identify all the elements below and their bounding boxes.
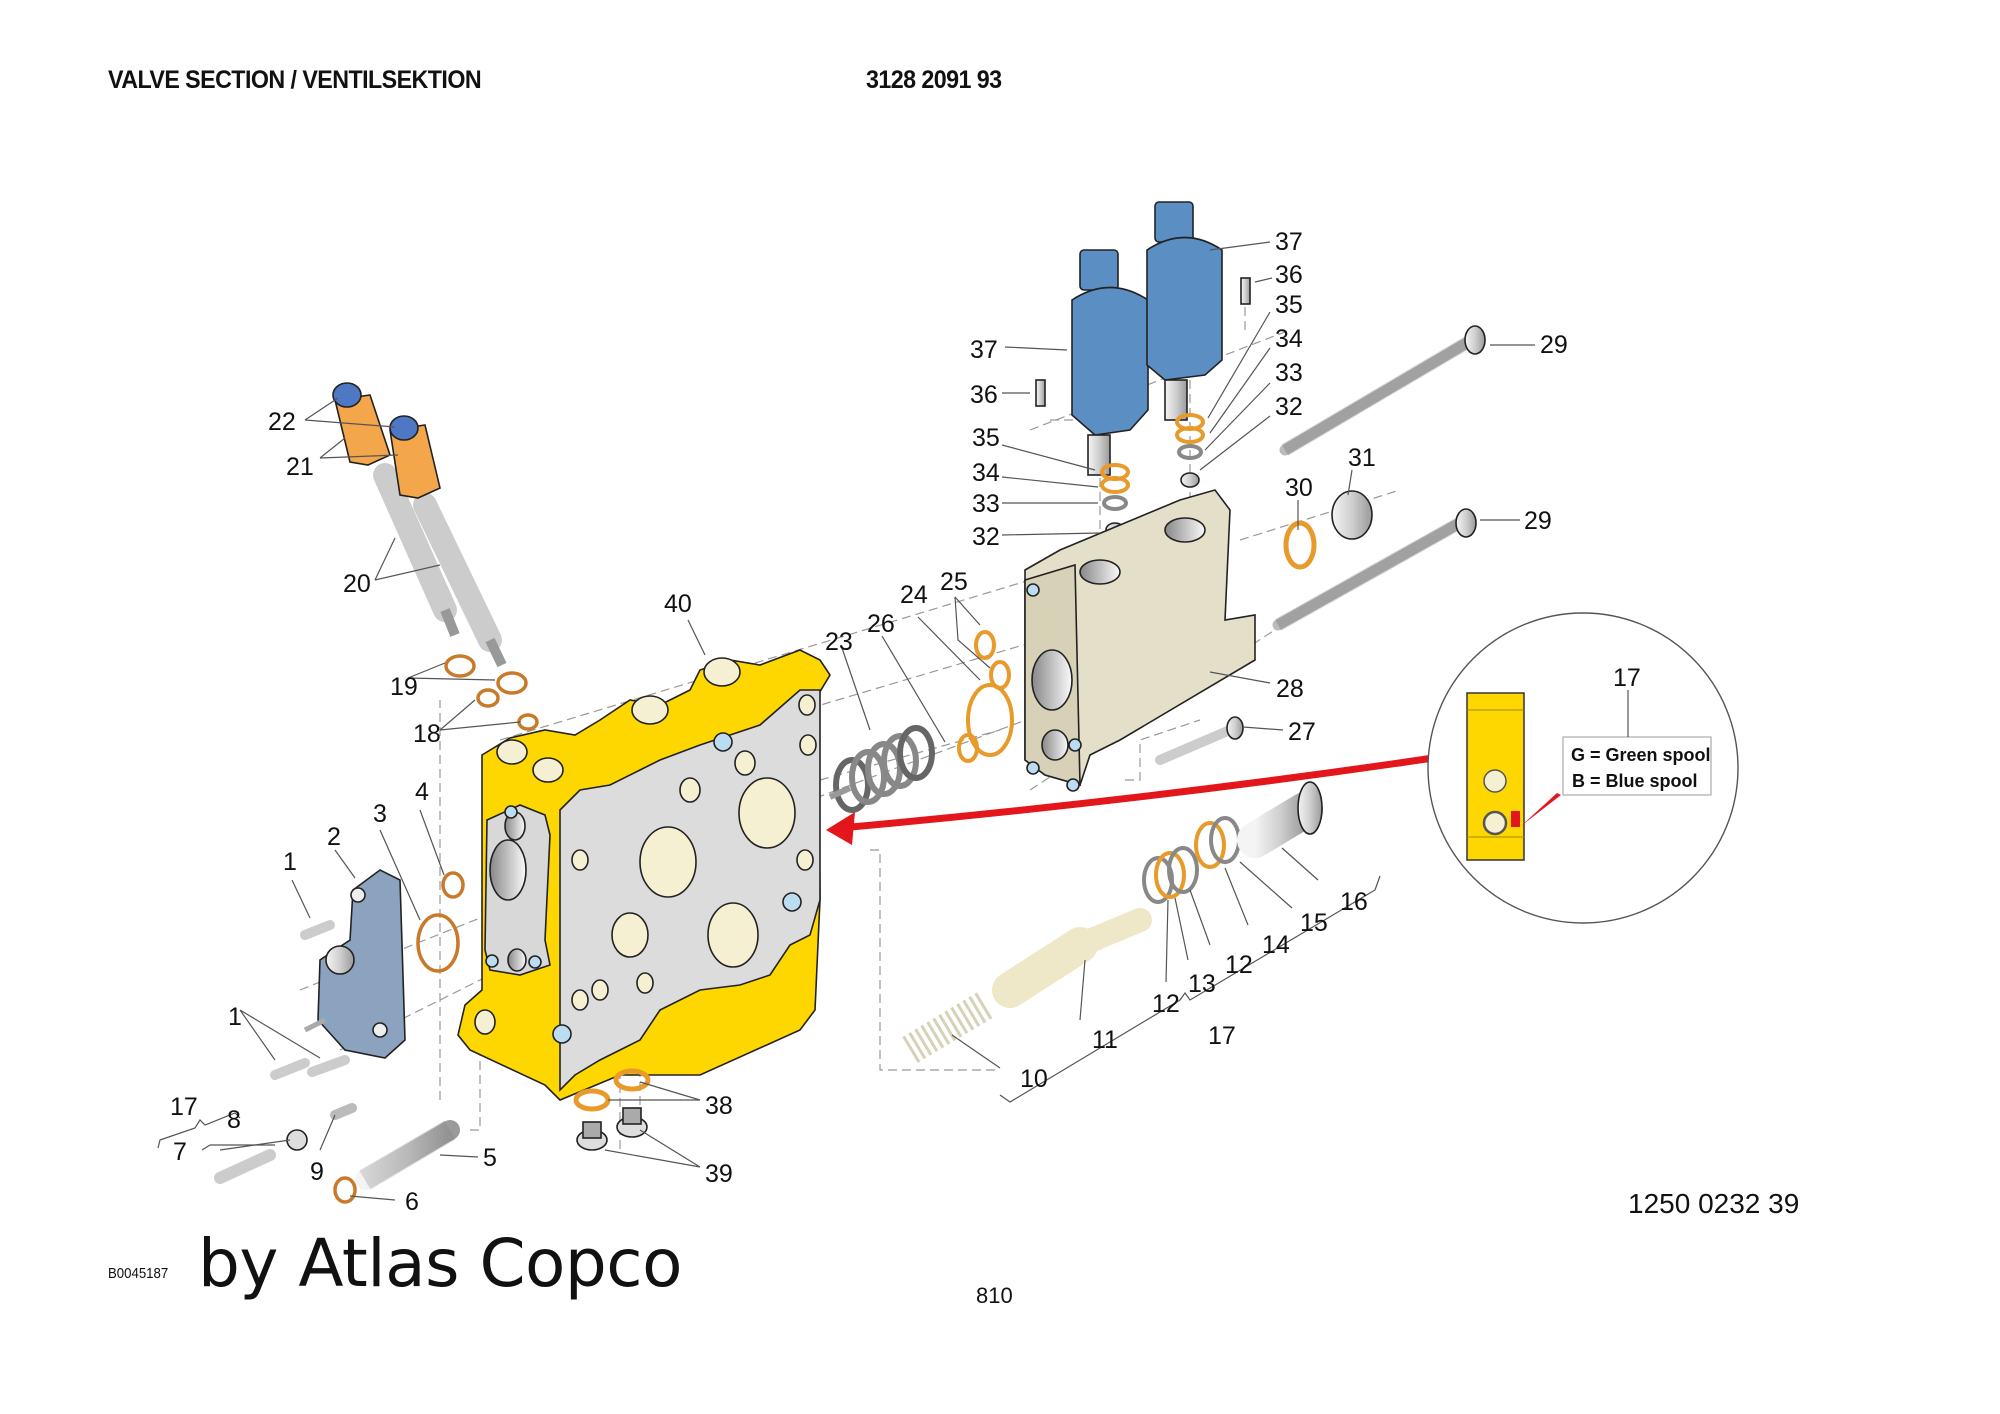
seal-ring-30 xyxy=(1283,520,1317,570)
callout-16: 16 xyxy=(1340,888,1368,916)
callout-37: 37 xyxy=(1275,228,1303,256)
page-number: 810 xyxy=(976,1283,1013,1308)
callouts: 1 1 2 3 4 5 6 7 8 9 10 11 12 12 13 14 15… xyxy=(170,228,1568,1216)
callout-34: 34 xyxy=(1275,325,1303,353)
cover-2 xyxy=(303,869,406,1059)
callout-35: 35 xyxy=(1275,291,1303,319)
callout-12: 12 xyxy=(1152,990,1180,1018)
callout-25: 25 xyxy=(940,568,968,596)
callout-24: 24 xyxy=(900,581,928,609)
callout-18: 18 xyxy=(413,720,441,748)
leader-lines xyxy=(157,241,1535,1201)
callout-6: 6 xyxy=(405,1188,419,1216)
callout-15: 15 xyxy=(1300,909,1328,937)
callout-11: 11 xyxy=(1092,1026,1118,1054)
callout-23: 23 xyxy=(825,628,853,656)
callout-29: 29 xyxy=(1524,507,1552,535)
housing-28 xyxy=(1024,489,1256,792)
callout-2: 2 xyxy=(327,823,341,851)
callout-19: 19 xyxy=(390,673,418,701)
callout-30: 30 xyxy=(1285,474,1313,502)
callout-13: 13 xyxy=(1188,970,1216,998)
callout-35: 35 xyxy=(972,424,1000,452)
callout-36: 36 xyxy=(1275,261,1303,289)
spool-5 xyxy=(355,1120,460,1190)
callout-5: 5 xyxy=(483,1144,497,1172)
sensor-tops-22 xyxy=(332,382,419,441)
plugs-38-39 xyxy=(573,1068,651,1151)
seal-rings-18-19 xyxy=(444,654,539,731)
legend-green-spool: G = Green spool xyxy=(1571,745,1711,765)
seal-rings-24-25-26 xyxy=(957,630,1014,763)
brand-watermark: by Atlas Copco xyxy=(198,1225,682,1302)
callout-33: 33 xyxy=(972,490,1000,518)
bolt-29-upper xyxy=(1279,325,1486,456)
callout-34: 34 xyxy=(972,459,1000,487)
callout-40: 40 xyxy=(664,590,692,618)
callout-9: 9 xyxy=(310,1158,324,1186)
callout-33: 33 xyxy=(1275,359,1303,387)
callout-27: 27 xyxy=(1288,718,1316,746)
spring-23 xyxy=(828,725,935,813)
detail-view: 17 G = Green spool B = Blue spool xyxy=(1427,612,1739,924)
callout-10: 10 xyxy=(1020,1065,1048,1093)
valve-body-40 xyxy=(457,649,831,1101)
legend-blue-spool: B = Blue spool xyxy=(1572,771,1698,791)
sensor-fittings-20 xyxy=(373,463,507,668)
callout-28: 28 xyxy=(1276,675,1304,703)
callout-14: 14 xyxy=(1262,931,1290,959)
callout-17: 17 xyxy=(170,1093,198,1121)
ring-6-washer-8-screw-7-9 xyxy=(214,1103,357,1204)
solenoid-right-37 xyxy=(1146,201,1223,488)
page-title: VALVE SECTION / VENTILSEKTION xyxy=(108,66,482,94)
callout-8: 8 xyxy=(227,1106,241,1134)
callout-22: 22 xyxy=(268,408,296,436)
bolt-27 xyxy=(1155,716,1244,765)
callout-29: 29 xyxy=(1540,331,1568,359)
plug-31 xyxy=(1331,490,1373,540)
image-code: B0045187 xyxy=(108,1265,169,1282)
document-number: 1250 0232 39 xyxy=(1628,1188,1800,1219)
callout-32: 32 xyxy=(1275,393,1303,421)
callout-3: 3 xyxy=(373,800,387,828)
solenoid-left-37 xyxy=(1071,249,1149,538)
callout-label: 17 xyxy=(1613,664,1641,692)
screws-36 xyxy=(1035,277,1251,407)
callout-32: 32 xyxy=(972,523,1000,551)
callout-7: 7 xyxy=(173,1138,187,1166)
callout-21: 21 xyxy=(286,453,314,481)
spool-kit-17 xyxy=(902,781,1323,1063)
callout-26: 26 xyxy=(867,610,895,638)
callout-4: 4 xyxy=(415,778,429,806)
callout-12: 12 xyxy=(1225,951,1253,979)
part-number: 3128 2091 93 xyxy=(866,66,1002,94)
screws-1 xyxy=(270,920,350,1080)
callout-36: 36 xyxy=(970,381,998,409)
sensor-caps-21 xyxy=(334,394,441,499)
callout-1: 1 xyxy=(283,848,297,876)
callout-38: 38 xyxy=(705,1092,733,1120)
bolt-29-lower xyxy=(1272,508,1477,631)
callout-39: 39 xyxy=(705,1160,733,1188)
detail-pointer-arrow xyxy=(826,753,1441,845)
callout-17: 17 xyxy=(1208,1022,1236,1050)
callout-20: 20 xyxy=(343,570,371,598)
seal-rings-3-4 xyxy=(416,871,465,973)
callout-31: 31 xyxy=(1348,444,1376,472)
callout-1: 1 xyxy=(228,1003,242,1031)
callout-37: 37 xyxy=(970,336,998,364)
